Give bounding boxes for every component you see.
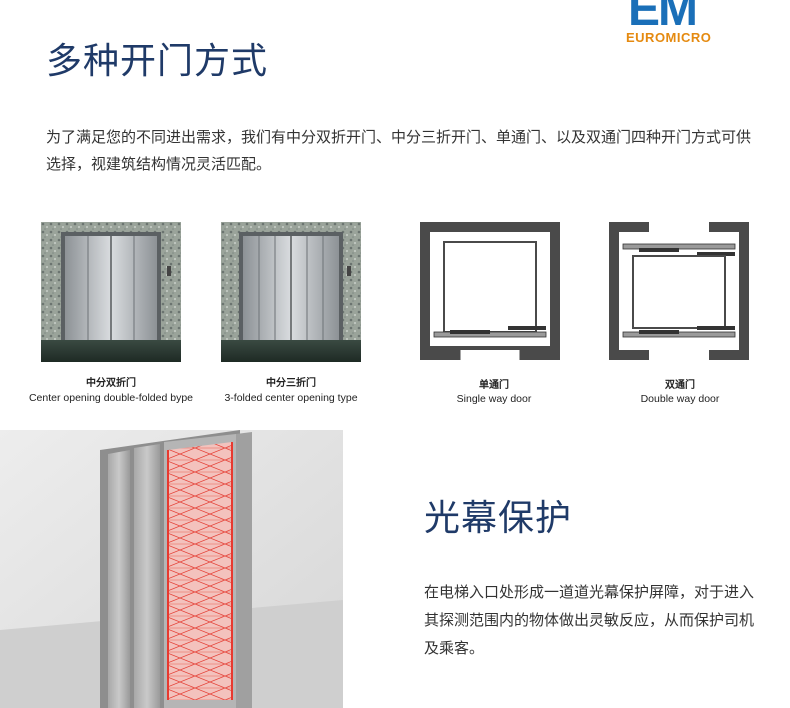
elevator-photo-double-folded	[41, 222, 181, 362]
caption-cn-single-way: 单通门	[479, 380, 509, 391]
caption-en-single-way: Single way door	[456, 393, 532, 405]
light-curtain-illustration	[0, 430, 343, 708]
section-description-door-types: 为了满足您的不同进出需求，我们有中分双折开门、中分三折开门、单通门、以及双通门四…	[46, 128, 752, 173]
caption-cn-three-folded: 中分三折门	[266, 378, 316, 389]
section-description-light-curtain: 在电梯入口处形成一道道光幕保护屏障，对于进入其探测范围内的物体做出灵敏反应，从而…	[424, 583, 755, 657]
logo-mark: EM	[628, 0, 698, 36]
section-title-light-curtain: 光幕保护	[424, 498, 573, 539]
elevator-photo-three-folded	[221, 222, 361, 362]
caption-cn-double-way: 双通门	[665, 380, 695, 391]
single-way-door-diagram	[420, 222, 560, 360]
section-title-door-types: 多种开门方式	[46, 41, 269, 82]
caption-en-double-way: Double way door	[640, 393, 720, 405]
caption-en-double-folded: Center opening double-folded bype	[28, 392, 194, 404]
euromicro-logo: EM EUROMICRO	[622, 0, 742, 46]
double-way-door-diagram	[609, 222, 749, 360]
caption-en-three-folded: 3-folded center opening type	[224, 392, 358, 404]
caption-cn-double-folded: 中分双折门	[86, 378, 136, 389]
logo-text: EUROMICRO	[626, 30, 712, 45]
